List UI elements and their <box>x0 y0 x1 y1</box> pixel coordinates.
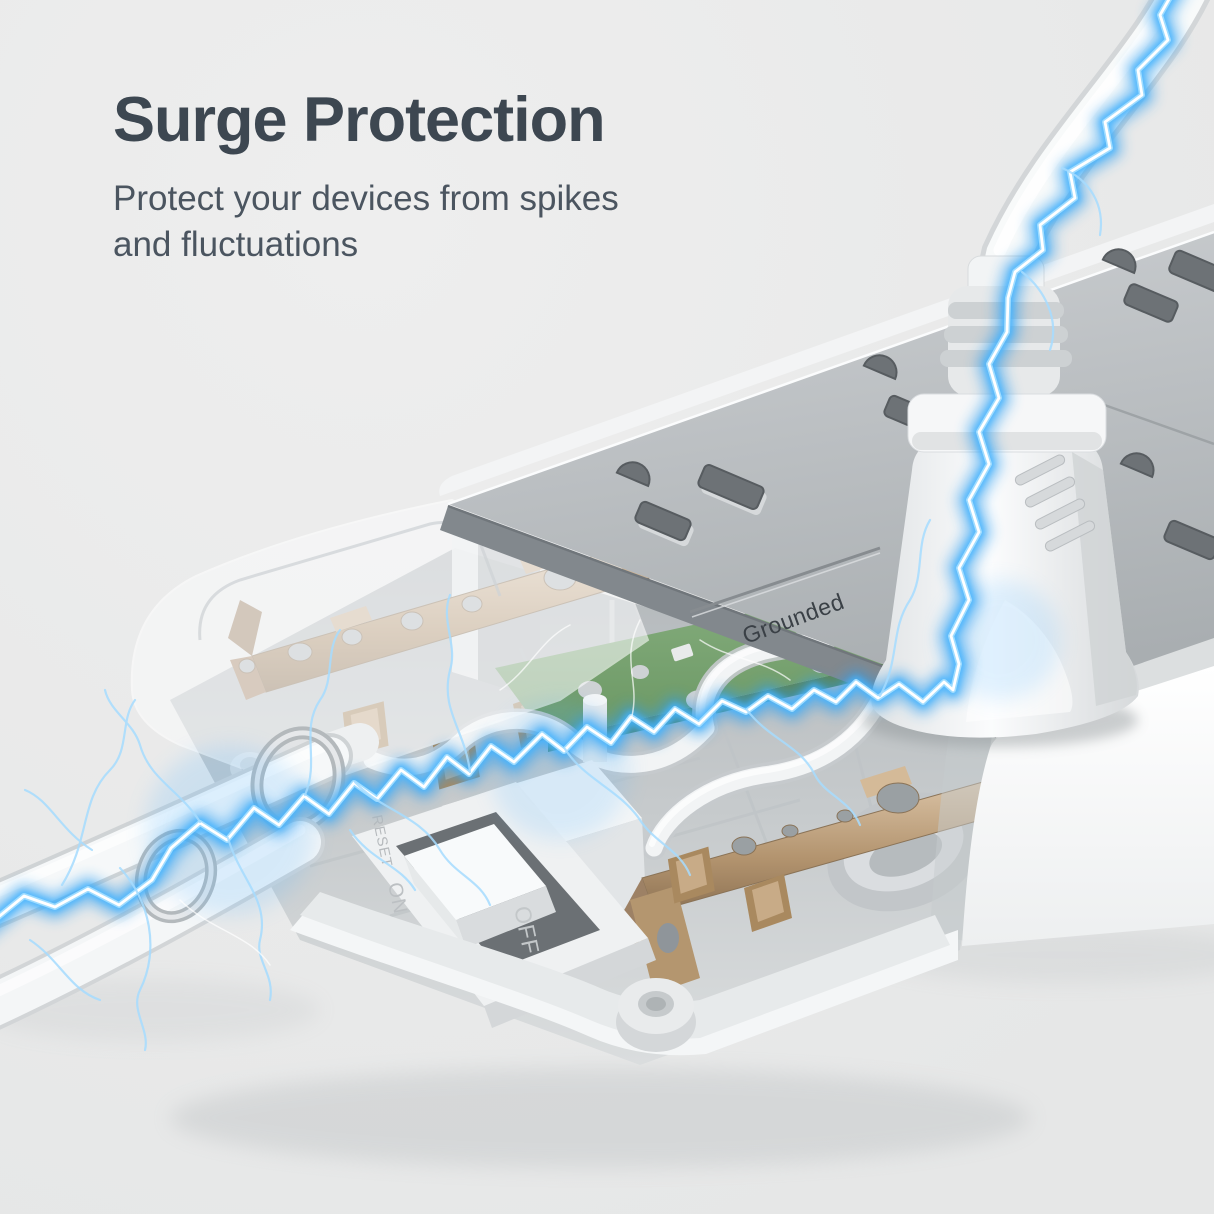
headline-block: Surge Protection Protect your devices fr… <box>113 84 619 267</box>
surge-lightning <box>0 0 1184 1052</box>
pcb-chip <box>671 643 694 662</box>
subtitle-line-2: and fluctuations <box>113 224 359 264</box>
outlet-top-right <box>1101 248 1214 323</box>
copper-busbar-near <box>622 766 1017 994</box>
strip-base <box>290 892 958 1056</box>
subtitle-line-1: Protect your devices from spikes <box>113 179 619 218</box>
lightning-branches <box>23 166 1103 1052</box>
outlet-mid <box>615 461 767 547</box>
face-seams <box>689 400 1214 618</box>
cutaway-glass-wall <box>930 700 1000 944</box>
page-title: Surge Protection <box>113 85 606 155</box>
screw-standoff <box>616 978 696 1052</box>
lightning-branches-fine <box>179 619 791 966</box>
outlet-bottom-right <box>1119 452 1214 561</box>
plug-vent-slots <box>1014 454 1096 552</box>
page-subtitle: Protect your devices from spikes and flu… <box>113 176 619 267</box>
